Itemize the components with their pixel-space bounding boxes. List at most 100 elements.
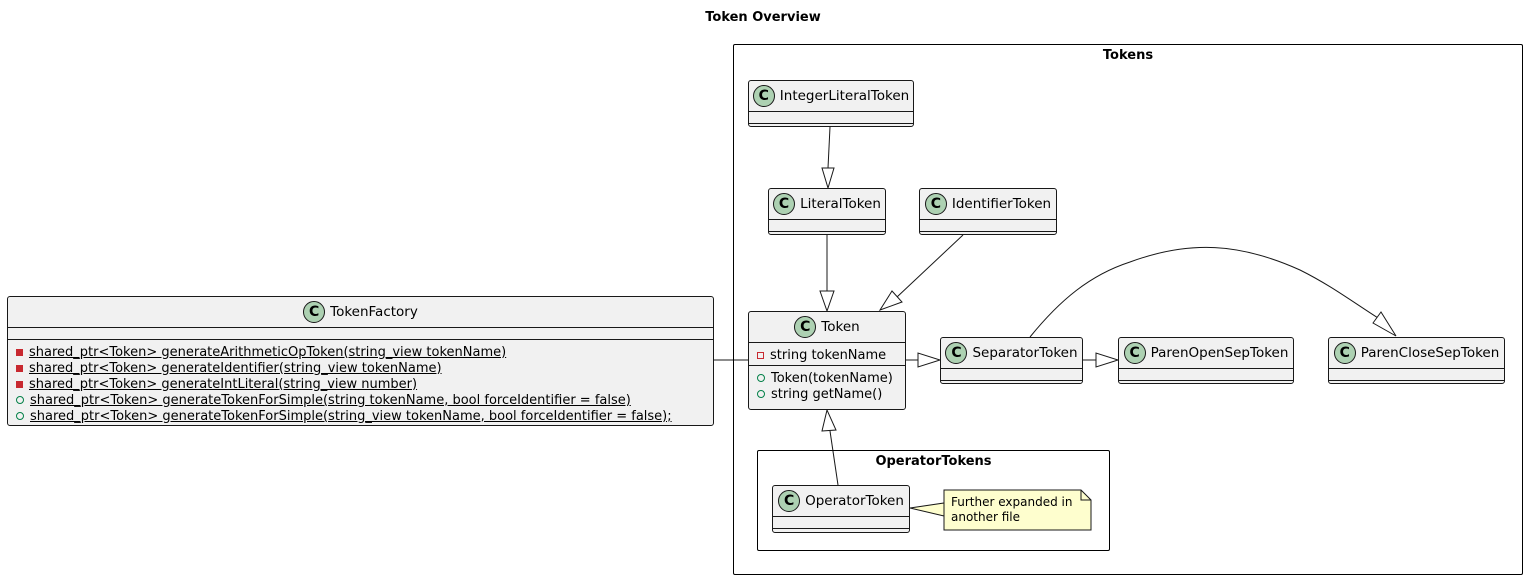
inherit-arrow-literal (821, 167, 835, 190)
public-icon (16, 396, 24, 404)
private-icon (757, 351, 764, 359)
class-name: Token (821, 319, 860, 335)
class-name: SeparatorToken (972, 345, 1078, 361)
package-tokens: Tokens (733, 44, 1523, 575)
method-signature: shared_ptr<Token> generateArithmeticOpTo… (29, 344, 507, 360)
class-name: ParenOpenSepToken (1150, 345, 1289, 361)
class-header: C TokenFactory (8, 297, 713, 327)
class-icon: C (752, 85, 775, 107)
class-header: C IdentifierToken (920, 189, 1056, 219)
note: Further expanded in another file (951, 495, 1072, 525)
class-fields-section (1329, 368, 1504, 380)
method-signature: shared_ptr<Token> generateIntLiteral(str… (29, 376, 418, 392)
private-icon (16, 380, 23, 388)
class-paren-close-sep-token[interactable]: C ParenCloseSepToken (1328, 337, 1505, 384)
class-methods-section (769, 231, 885, 243)
edge-integerliteral-literal (827, 126, 831, 169)
note-shape (943, 489, 1092, 531)
method-row: Token(tokenName) (749, 370, 905, 386)
class-methods-section (749, 123, 913, 135)
public-icon (757, 390, 765, 398)
class-name: IdentifierToken (951, 196, 1052, 212)
package-operator-tokens-title: OperatorTokens (875, 454, 992, 469)
inherit-arrow-parenopen (1095, 352, 1120, 368)
class-fields-section (8, 327, 713, 339)
method-row: string getName() (749, 386, 905, 402)
class-fields-section (749, 111, 913, 123)
class-paren-open-sep-token[interactable]: C ParenOpenSepToken (1118, 337, 1294, 384)
class-fields-section (920, 219, 1056, 231)
note-fold (1080, 490, 1091, 501)
class-token[interactable]: C Token string tokenName Token(tokenName… (748, 311, 906, 410)
inherit-arrow-token-identifier (878, 290, 903, 311)
class-fields-section (773, 516, 909, 528)
class-token-factory[interactable]: C TokenFactory shared_ptr<Token> generat… (7, 296, 714, 426)
class-icon: C (924, 193, 947, 215)
class-name: IntegerLiteralToken (779, 88, 910, 104)
class-fields-section (769, 219, 885, 231)
class-methods-section (1329, 380, 1504, 392)
class-operator-token[interactable]: C OperatorToken (772, 485, 910, 533)
method-row: shared_ptr<Token> generateIdentifier(str… (8, 360, 713, 376)
class-identifier-token[interactable]: C IdentifierToken (919, 188, 1057, 235)
diagram-title: Token Overview (705, 10, 821, 25)
method-row: shared_ptr<Token> generateArithmeticOpTo… (8, 344, 713, 360)
note-line: Further expanded in (951, 495, 1073, 509)
method-row: shared_ptr<Token> generateIntLiteral(str… (8, 376, 713, 392)
method-signature: shared_ptr<Token> generateIdentifier(str… (29, 360, 442, 376)
inherit-arrow-token-top (819, 290, 835, 313)
class-icon: C (945, 342, 968, 364)
class-integer-literal-token[interactable]: C IntegerLiteralToken (748, 80, 914, 127)
class-icon: C (303, 301, 326, 323)
method-row: shared_ptr<Token> generateTokenForSimple… (8, 408, 713, 424)
class-methods-section (941, 380, 1082, 392)
package-tokens-title: Tokens (1102, 48, 1154, 63)
method-signature: string getName() (771, 386, 883, 402)
class-methods-section (920, 231, 1056, 243)
class-icon: C (794, 316, 817, 338)
class-separator-token[interactable]: C SeparatorToken (940, 337, 1083, 384)
method-signature: Token(tokenName) (771, 370, 893, 386)
note-line: another file (951, 510, 1021, 524)
class-header: C ParenCloseSepToken (1329, 338, 1504, 368)
class-header: C SeparatorToken (941, 338, 1082, 368)
class-header: C ParenOpenSepToken (1119, 338, 1293, 368)
class-icon: C (1123, 342, 1146, 364)
edge-separator-parenclose (1029, 246, 1379, 338)
field-signature: string tokenName (770, 347, 887, 363)
method-row: shared_ptr<Token> generateTokenForSimple… (8, 392, 713, 408)
class-methods-section: shared_ptr<Token> generateArithmeticOpTo… (8, 339, 713, 426)
class-name: OperatorToken (805, 493, 904, 509)
public-icon (16, 412, 24, 420)
inherit-arrow-separator (917, 352, 942, 368)
inherit-arrow-parenclose (1372, 311, 1397, 337)
class-icon: C (778, 490, 801, 512)
package-operator-tokens: OperatorTokens (757, 450, 1110, 551)
class-methods-section (773, 528, 909, 540)
class-fields-section (1119, 368, 1293, 380)
public-icon (757, 374, 765, 382)
class-header: C Token (749, 312, 905, 342)
edge-operator-token (829, 430, 839, 486)
class-header: C OperatorToken (773, 486, 909, 516)
class-methods-section: Token(tokenName) string getName() (749, 365, 905, 404)
class-fields-section (941, 368, 1082, 380)
class-header: C IntegerLiteralToken (749, 81, 913, 111)
method-signature: shared_ptr<Token> generateTokenForSimple… (30, 408, 672, 424)
class-name: LiteralToken (800, 196, 881, 212)
method-signature: shared_ptr<Token> generateTokenForSimple… (30, 392, 631, 408)
class-header: C LiteralToken (769, 189, 885, 219)
private-icon (16, 348, 23, 356)
class-name: TokenFactory (330, 304, 418, 320)
class-literal-token[interactable]: C LiteralToken (768, 188, 886, 235)
inherit-arrow-token-bottom (821, 408, 837, 432)
edge-identifier-token (896, 234, 964, 298)
field-row: string tokenName (749, 347, 905, 363)
class-icon: C (1333, 342, 1356, 364)
class-methods-section (1119, 380, 1293, 392)
class-icon: C (773, 193, 796, 215)
class-fields-section: string tokenName (749, 342, 905, 365)
class-name: ParenCloseSepToken (1360, 345, 1500, 361)
private-icon (16, 364, 23, 372)
